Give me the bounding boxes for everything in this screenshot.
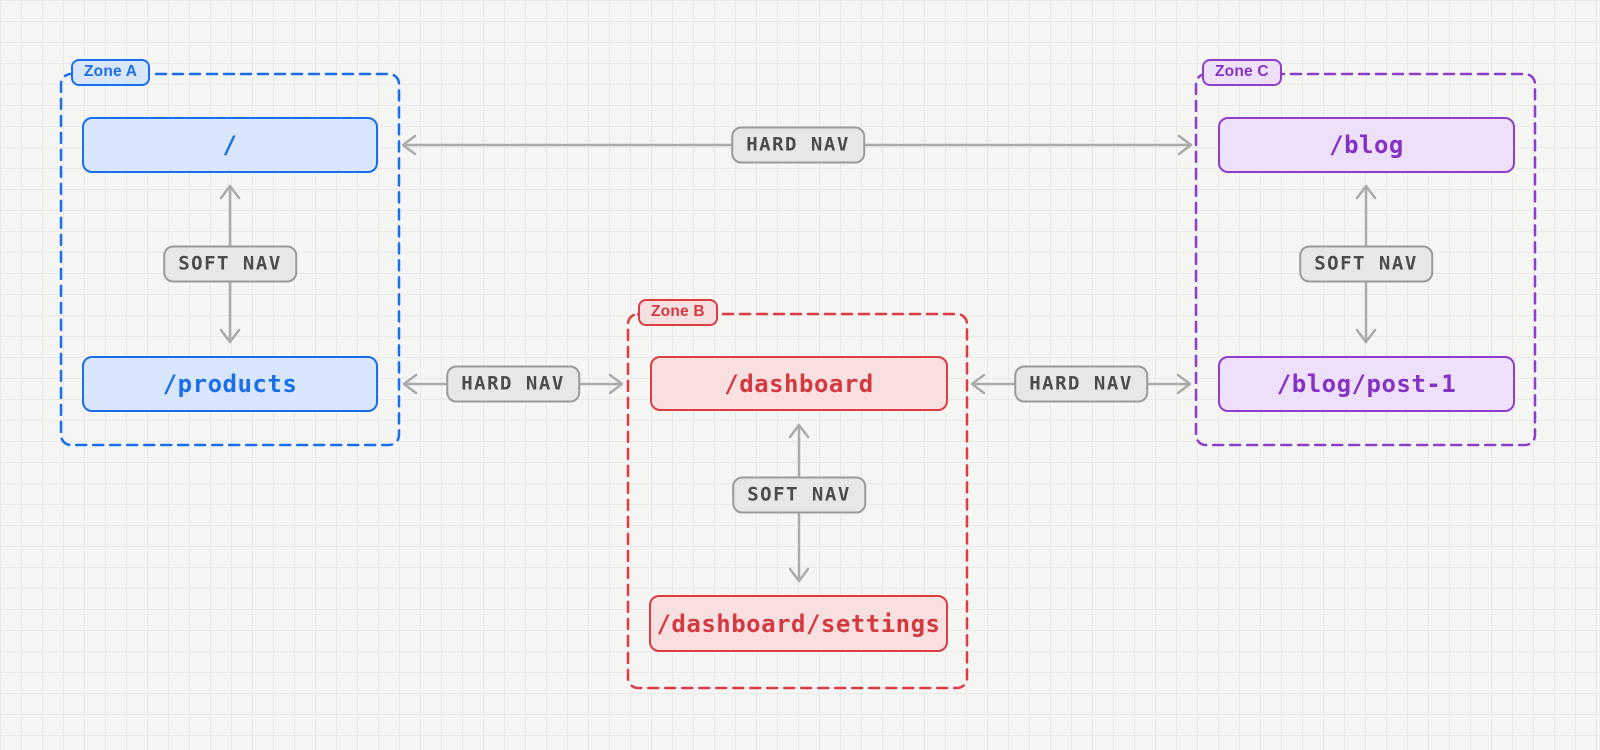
soft-nav-label-zone-a[interactable]: SOFT NAV — [163, 245, 297, 283]
route-node-blog[interactable]: /blog — [1218, 117, 1515, 173]
zone-c-label[interactable]: Zone C — [1202, 59, 1282, 86]
zone-a-label[interactable]: Zone A — [71, 59, 151, 86]
hard-nav-label-right[interactable]: HARD NAV — [1014, 365, 1148, 403]
zone-b-boundary[interactable] — [628, 314, 967, 688]
zone-c-boundary[interactable] — [1196, 74, 1535, 445]
route-node-root[interactable]: / — [82, 117, 378, 173]
soft-nav-label-zone-c[interactable]: SOFT NAV — [1299, 245, 1433, 283]
zone-a-boundary[interactable] — [61, 74, 399, 445]
route-node-blog-post-1[interactable]: /blog/post-1 — [1218, 356, 1515, 412]
soft-nav-label-zone-b[interactable]: SOFT NAV — [732, 476, 866, 514]
hard-nav-label-left[interactable]: HARD NAV — [446, 365, 580, 403]
zone-b-label[interactable]: Zone B — [638, 299, 718, 326]
route-node-dashboard[interactable]: /dashboard — [650, 356, 948, 411]
route-node-dashboard-settings[interactable]: /dashboard/settings — [649, 595, 948, 652]
route-node-products[interactable]: /products — [82, 356, 378, 412]
hard-nav-label-top[interactable]: HARD NAV — [731, 126, 865, 164]
